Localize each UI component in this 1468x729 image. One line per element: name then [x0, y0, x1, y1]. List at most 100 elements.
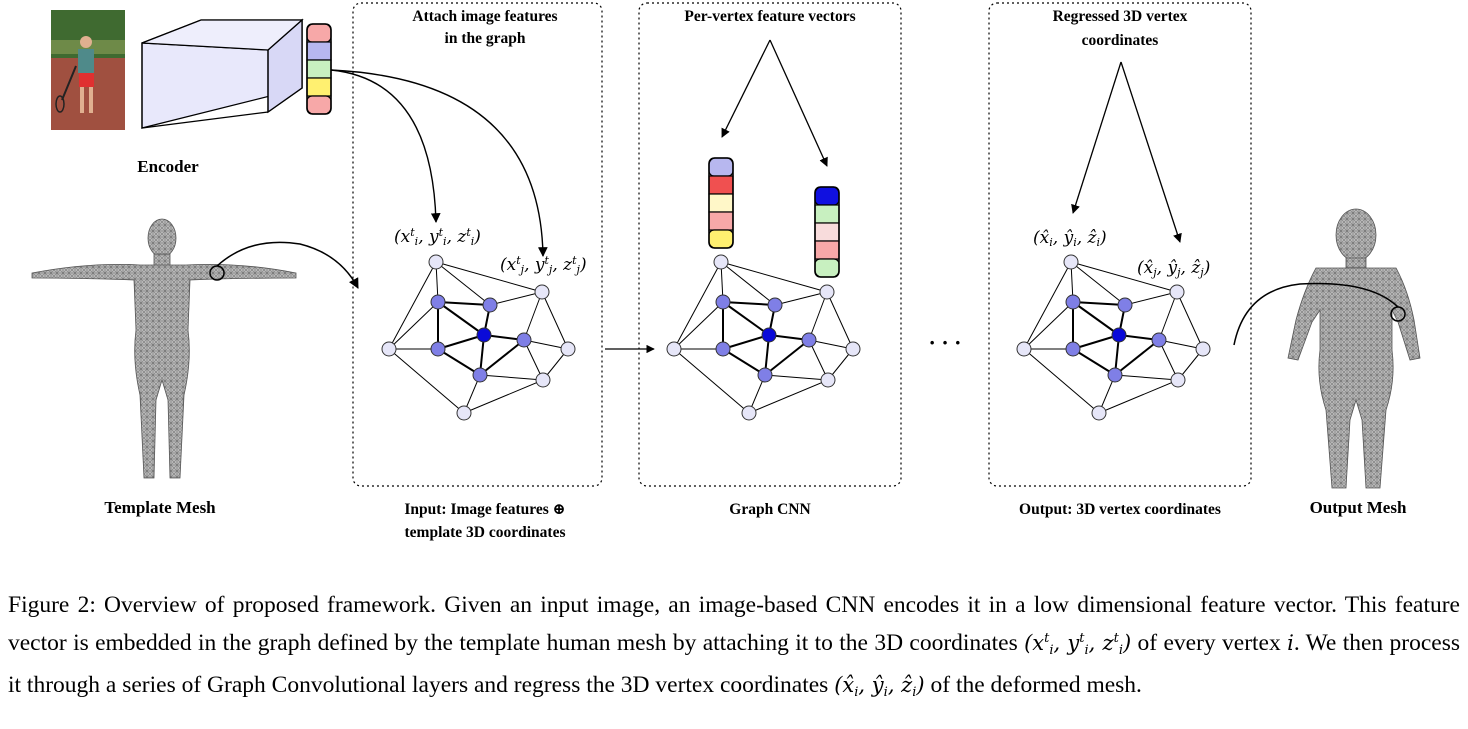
graph-node: [819, 284, 835, 300]
graph-node: [1195, 341, 1211, 357]
graph-node: [1091, 405, 1107, 421]
graph-cnn-caption: Graph CNN: [729, 501, 811, 518]
graph-edge: [1098, 379, 1179, 414]
graph-node: [476, 327, 492, 343]
caption-text-4: of the deformed mesh.: [930, 672, 1142, 698]
vector-cell: [306, 59, 332, 79]
regressed-label-line2: coordinates: [1081, 32, 1159, 49]
attach-label-line1: Attach image features: [412, 8, 558, 25]
graph-node: [1151, 332, 1167, 348]
graph-node: [1111, 327, 1127, 343]
graph-edge: [1072, 334, 1120, 350]
caption-text-1: Figure 2: Overview of proposed framework…: [8, 592, 1460, 656]
encoder-feature-vector: [306, 23, 332, 115]
attach-label-line2: in the graph: [444, 30, 526, 47]
graph-edge: [722, 348, 766, 376]
coord-label-j-t: (xtj, ytj, ztj): [500, 254, 587, 276]
graph-node: [1016, 341, 1032, 357]
graph-edge: [479, 339, 525, 376]
graph-edge: [463, 379, 544, 414]
attach-arrow-j: [330, 69, 548, 257]
graph-edge: [722, 301, 770, 336]
graph-edge: [1070, 261, 1178, 293]
graph-edge: [489, 291, 543, 306]
graph-cnn: [666, 254, 861, 421]
per-vertex-vector-i: [708, 157, 734, 249]
graph-edge: [1072, 301, 1126, 306]
vector-cell: [306, 77, 332, 97]
caption-text-3: . We then process it through a series of…: [8, 630, 1461, 698]
per-vertex-label: Per-vertex feature vectors: [684, 8, 856, 25]
graph-input: [381, 254, 576, 421]
graph-edge: [720, 261, 828, 293]
graph-node: [1170, 372, 1186, 388]
graph-cnn-panel: [638, 2, 902, 487]
graph-edge: [1114, 374, 1179, 381]
graph-edge: [479, 374, 544, 381]
graph-edge: [1158, 291, 1178, 341]
graph-edge: [1176, 291, 1204, 350]
graph-edge: [435, 261, 491, 306]
graph-node: [428, 254, 444, 270]
graph-to-output-arc: [1233, 282, 1399, 346]
per-vertex-arrow-right: [769, 39, 828, 167]
graph-edge: [673, 301, 724, 350]
graph-edge: [1070, 261, 1126, 306]
graph-node: [767, 297, 783, 313]
graph-node: [757, 367, 773, 383]
regressed-arrow-left: [1071, 61, 1122, 214]
graph-edge: [748, 379, 829, 414]
graph-node: [430, 294, 446, 310]
graph-node: [713, 254, 729, 270]
framework-diagram: Encoder Template Mesh Output Mesh Attach…: [31, 2, 1421, 541]
graph-node: [845, 341, 861, 357]
caption-math-i: i: [1287, 631, 1294, 655]
graph-node: [715, 294, 731, 310]
graph-node: [1169, 284, 1185, 300]
graph-node: [820, 372, 836, 388]
per-vertex-arrow-left: [721, 39, 771, 138]
graph-edge: [673, 261, 722, 350]
template-to-graph-arrow: [216, 241, 359, 289]
coord-label-j-hat: (x̂j, ŷj, ẑj): [1137, 258, 1211, 279]
graph-edge: [437, 301, 491, 306]
graph-edge: [1072, 301, 1120, 336]
caption-math-coords: (xti, yti, zti): [1024, 631, 1132, 658]
graph-node: [482, 297, 498, 313]
coord-label-i-t: (xti, yti, zti): [394, 226, 481, 248]
graph-edge: [826, 291, 854, 350]
graph-edge: [673, 348, 750, 414]
graph-edge: [541, 291, 569, 350]
input-panel: [352, 2, 603, 487]
input-caption-line1: Input: Image features ⊕: [404, 501, 566, 518]
graph-node: [761, 327, 777, 343]
template-mesh-figure: [31, 218, 297, 479]
ellipsis-separator: · · ·: [928, 330, 962, 355]
graph-edge: [764, 374, 829, 381]
graph-edge: [1124, 291, 1178, 306]
graph-edge: [722, 301, 776, 306]
caption-math-hat: (x̂i, ŷi, ẑi): [834, 673, 925, 700]
graph-edge: [1072, 348, 1116, 376]
graph-edge: [1023, 261, 1072, 350]
graph-node: [715, 341, 731, 357]
graph-edge: [1023, 348, 1100, 414]
regressed-arrow-right: [1120, 61, 1182, 243]
graph-edge: [388, 301, 439, 350]
per-vertex-vector-j: [814, 186, 840, 278]
graph-node: [741, 405, 757, 421]
output-mesh-label: Output Mesh: [1309, 498, 1407, 517]
graph-node: [534, 284, 550, 300]
graph-edge: [774, 291, 828, 306]
encoder-block: [141, 18, 304, 129]
output-panel: [988, 2, 1252, 487]
graph-node: [381, 341, 397, 357]
attach-arrow-i: [330, 69, 441, 223]
caption-text-2: of every vertex: [1137, 630, 1281, 656]
graph-node: [535, 372, 551, 388]
graph-edge: [435, 261, 543, 293]
vector-cell: [306, 95, 332, 115]
graph-node: [666, 341, 682, 357]
diagram-canvas: [31, 2, 1421, 489]
graph-edge: [764, 339, 810, 376]
